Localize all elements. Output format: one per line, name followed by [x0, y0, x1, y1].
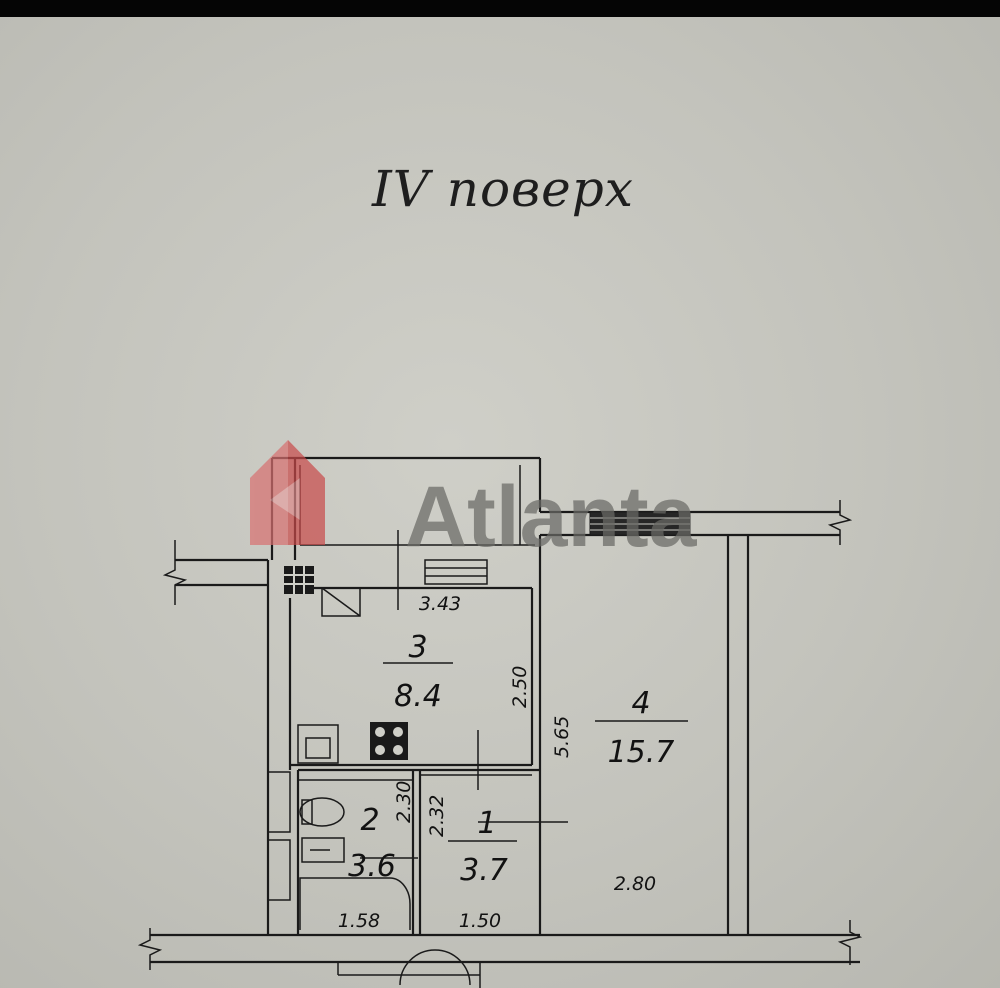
- floor-title: IV поверх: [372, 160, 634, 218]
- bath-depth-dim: 2.30: [393, 781, 415, 823]
- room-2-number: 2: [360, 803, 379, 838]
- fixtures: [284, 566, 481, 988]
- top-bar: [0, 0, 1000, 17]
- bath-width-dim: 1.58: [338, 910, 380, 932]
- windows: [267, 511, 691, 901]
- hall-width-dim: 1.50: [459, 910, 501, 932]
- hall-depth-dim: 2.32: [426, 795, 448, 837]
- room-4-number: 4: [631, 686, 650, 721]
- room-1-area: 3.7: [460, 853, 508, 888]
- room-4-area: 15.7: [608, 735, 675, 770]
- room-3-area: 8.4: [394, 679, 442, 714]
- wall-break-marks: [137, 500, 863, 970]
- room-3-number: 3: [408, 630, 427, 665]
- leader-lines: [360, 530, 688, 859]
- room-width-dim: 2.80: [614, 873, 656, 895]
- kitchen-depth-dim: 2.50: [509, 666, 531, 708]
- room-length-dim: 5.65: [551, 716, 573, 758]
- kitchen-width-dim: 3.43: [419, 593, 461, 615]
- room-2-area: 3.6: [348, 849, 396, 884]
- room-1-number: 1: [477, 806, 496, 841]
